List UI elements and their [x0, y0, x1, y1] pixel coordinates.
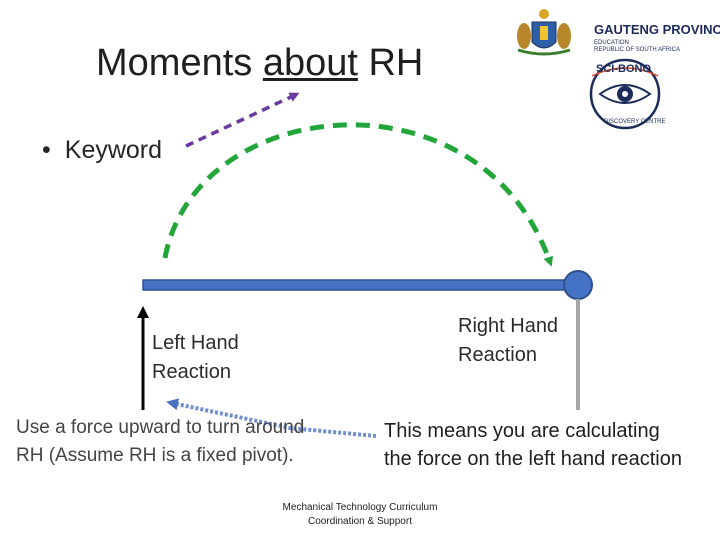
gauteng-sub-text: EDUCATION REPUBLIC OF SOUTH AFRICA	[594, 40, 680, 54]
left-hand-reaction-label: Left Hand Reaction	[152, 329, 292, 387]
bullet-item: • Keyword	[42, 136, 162, 165]
bullet-text: Keyword	[64, 136, 163, 164]
footer-line1: Mechanical Technology Curriculum	[282, 502, 438, 513]
logos: SCI-BONO DISCOVERY CENTRE	[517, 9, 665, 130]
keyword-pointer-arrow	[185, 92, 300, 148]
left-label-line2: Reaction	[152, 361, 231, 383]
beam	[142, 279, 581, 291]
right-hand-reaction-label: Right Hand Reaction	[458, 312, 598, 370]
right-label-line2: Reaction	[458, 344, 537, 366]
scibono-emblem-icon	[589, 58, 661, 130]
note-connector-arrow	[166, 398, 377, 438]
right-label-line1: Right Hand	[458, 315, 559, 337]
gauteng-province-name: GAUTENG PROVINCE	[594, 22, 720, 37]
rotation-arc-arrow	[162, 122, 554, 267]
footer-line2: Coordination & Support	[308, 516, 412, 527]
title-underlined-word: about	[262, 42, 358, 84]
note-right: This means you are calculating the force…	[384, 420, 682, 470]
title-post: RH	[357, 42, 424, 84]
gauteng-sub2: REPUBLIC OF SOUTH AFRICA	[594, 47, 681, 53]
pivot-icon	[563, 270, 593, 300]
footer: Mechanical Technology Curriculum Coordin…	[250, 501, 470, 529]
slide-title: Moments about RH	[96, 42, 423, 85]
note-left: Use a force upward to turn around RH (As…	[16, 417, 305, 466]
scibono-sub: DISCOVERY CENTRE	[604, 119, 665, 125]
gauteng-sub1: EDUCATION	[594, 40, 629, 46]
left-label-line1: Left Hand	[152, 332, 239, 354]
bullet-dot-icon: •	[42, 136, 51, 164]
gauteng-coat-of-arms-icon	[517, 9, 571, 56]
title-pre: Moments	[96, 42, 263, 84]
scibono-name: SCI-BONO	[596, 63, 651, 75]
